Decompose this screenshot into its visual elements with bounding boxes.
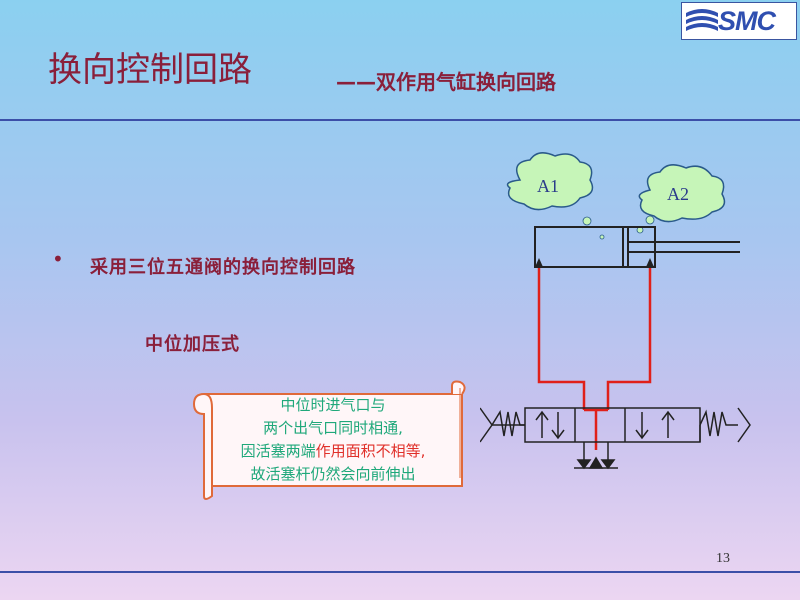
note-line-2: 两个出气口同时相通, xyxy=(263,419,403,437)
logo-text: SMC xyxy=(718,6,776,36)
scroll-note-text: 中位时进气口与 两个出气口同时相通, 因活塞两端作用面积不相等, 故活塞杆仍然会… xyxy=(202,394,464,486)
page-title: 换向控制回路 xyxy=(48,50,252,90)
cloud-label-a1: A1 xyxy=(537,176,559,196)
directional-valve xyxy=(480,407,751,470)
note-line-3: 因活塞两端作用面积不相等, xyxy=(202,440,464,463)
logo-mark-icon xyxy=(686,9,718,31)
note-line-3-prefix: 因活塞两端 xyxy=(240,442,316,460)
pneumatic-circuit-diagram xyxy=(480,152,751,470)
note-line-4: 故活塞杆仍然会向前伸出 xyxy=(250,465,416,483)
bullet-icon: • xyxy=(52,247,64,271)
bubble-1 xyxy=(582,216,592,226)
page-subtitle: ——双作用气缸换向回路 xyxy=(336,70,556,94)
sub-label: 中位加压式 xyxy=(145,334,240,355)
cloud-a1 xyxy=(506,152,594,211)
air-lines xyxy=(537,268,652,450)
bottom-divider xyxy=(0,571,800,573)
bullet-text: 采用三位五通阀的换向控制回路 xyxy=(90,257,356,278)
smc-logo: SMC xyxy=(681,2,797,40)
bubble-4 xyxy=(599,234,605,240)
scroll-note-frame xyxy=(192,380,466,500)
note-line-1: 中位时进气口与 xyxy=(280,396,386,414)
page-number: 13 xyxy=(716,551,730,566)
cloud-label-a2: A2 xyxy=(667,184,689,204)
cylinder xyxy=(534,226,740,268)
note-line-3-highlight: 作用面积不相等, xyxy=(315,442,426,460)
cloud-a2 xyxy=(638,164,726,223)
top-divider xyxy=(0,119,800,121)
bubble-2 xyxy=(645,215,655,225)
